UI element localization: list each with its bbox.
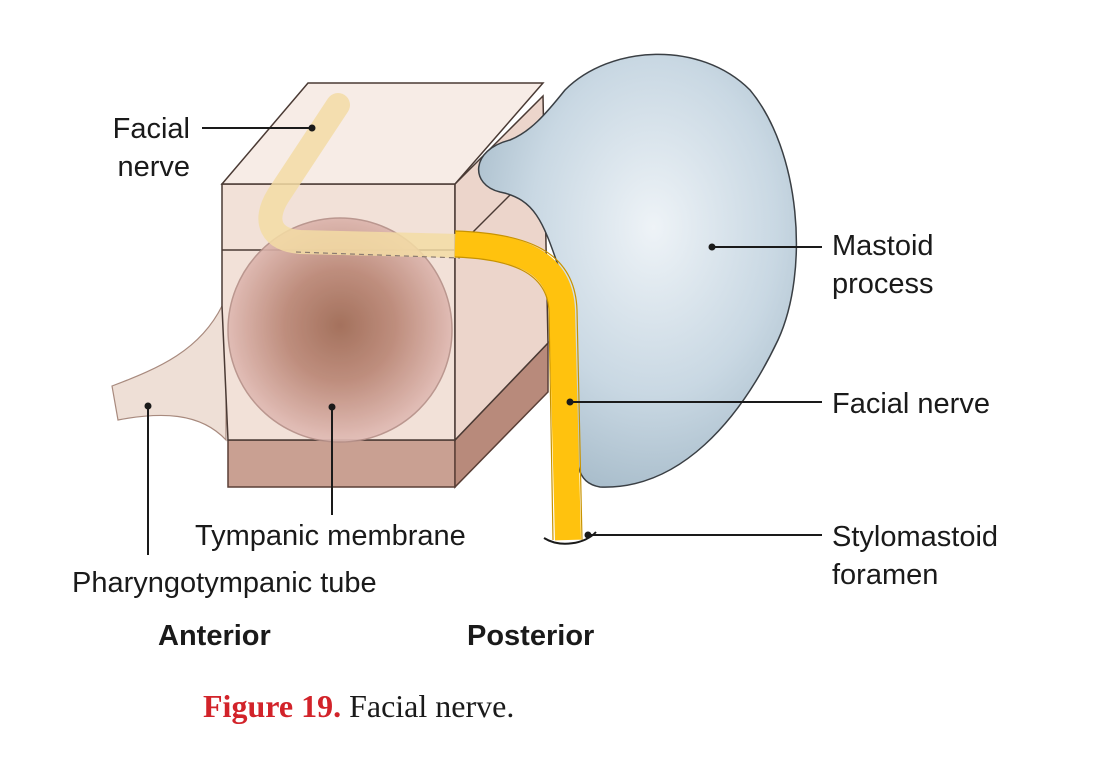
base-slab-front [227,439,456,488]
facial-nerve-hidden-segment [258,93,472,258]
label-posterior: Posterior [467,620,594,652]
dot-facial-nerve-right [566,398,574,406]
label-anterior: Anterior [158,620,271,652]
label-tympanic-membrane: Tympanic membrane [195,520,466,552]
mastoid-process-shape [477,53,798,488]
dot-mastoid [708,243,716,251]
label-facial-nerve-top-line2: nerve [117,151,190,183]
facial-nerve-shape [454,231,581,541]
label-mastoid-line2: process [832,268,934,300]
label-facial-nerve-right: Facial nerve [832,388,990,420]
dot-tympanic-membrane [328,403,336,411]
dot-pharyngotympanic-tube [144,402,152,410]
figure-caption: Figure 19. Facial nerve. [203,688,514,724]
label-stylomastoid-line2: foramen [832,559,938,591]
tympanic-membrane-shape [227,217,453,443]
dot-facial-nerve-top [308,124,316,132]
label-pharyngotympanic-tube: Pharyngotympanic tube [72,567,377,599]
figure-caption-text: Facial nerve. [349,688,514,724]
facial-nerve-outline [454,230,583,541]
pharyngotympanic-tube-shape [111,305,227,442]
figure-caption-number: Figure 19. [203,688,349,724]
facial-nerve-dashed-edge [295,251,461,259]
label-facial-nerve-top-line1: Facial [113,113,190,145]
dot-stylomastoid [584,531,592,539]
label-mastoid-line1: Mastoid [832,230,934,262]
label-stylomastoid-line1: Stylomastoid [832,521,998,553]
